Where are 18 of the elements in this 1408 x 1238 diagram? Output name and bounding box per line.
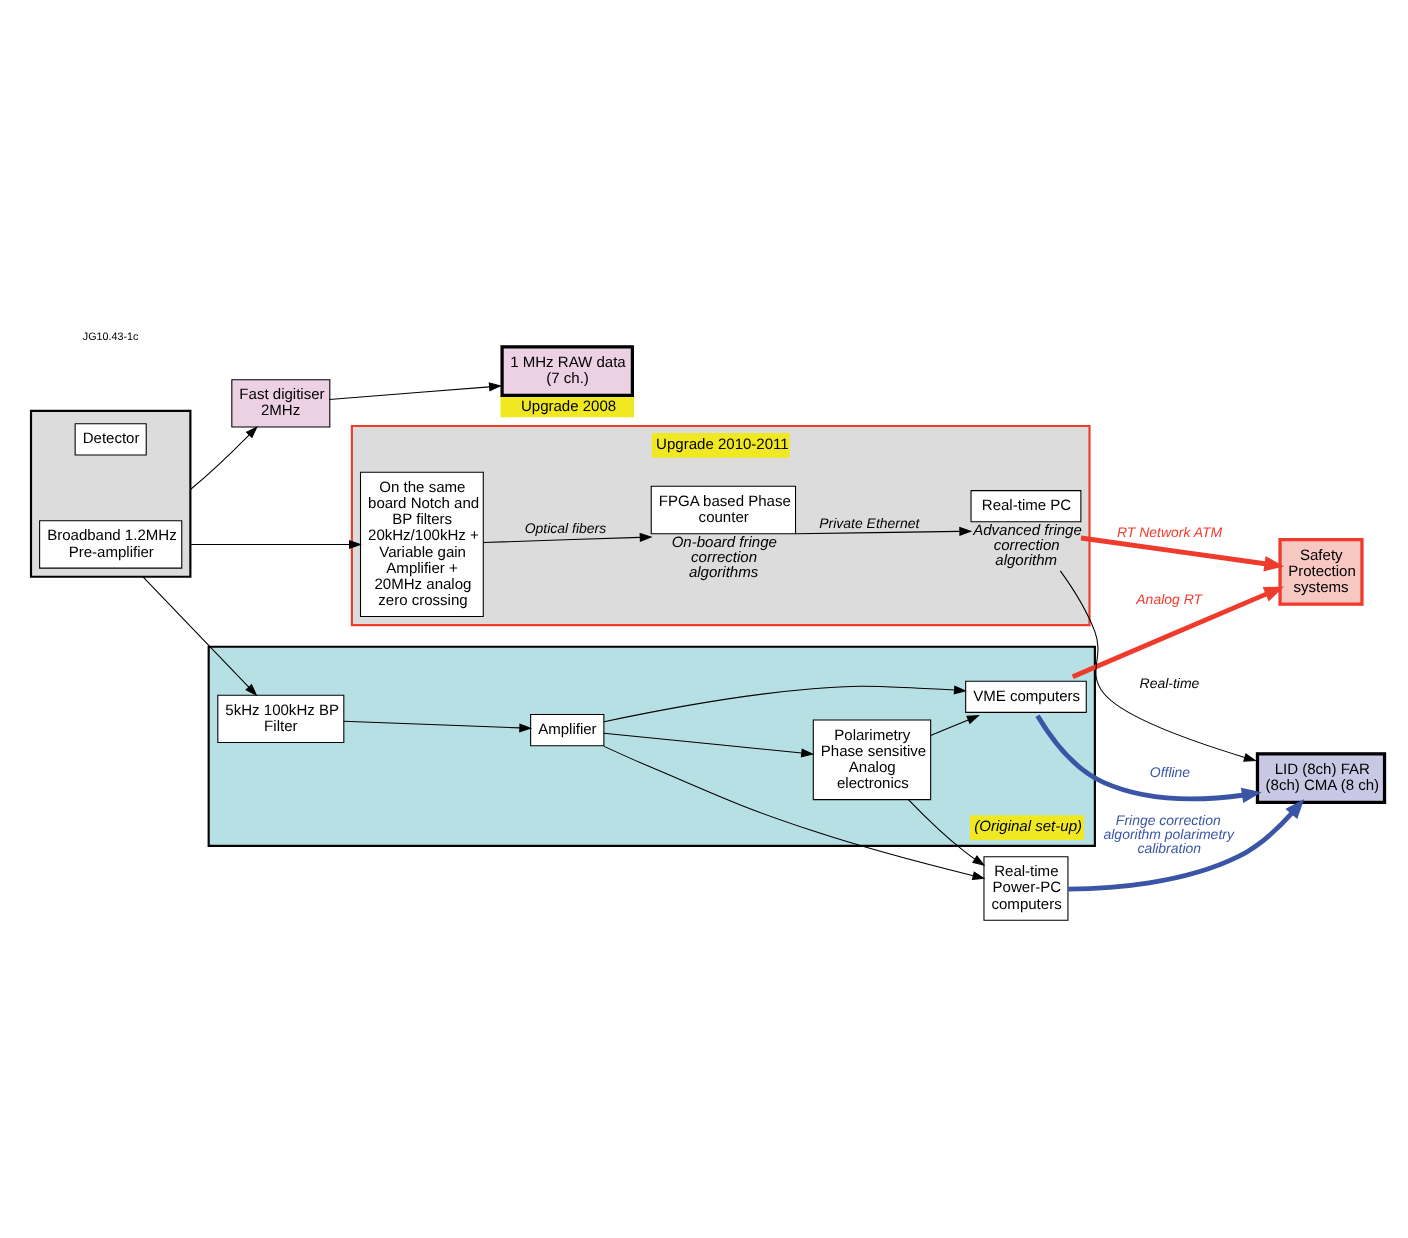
cluster — [29, 409, 192, 578]
arrow — [142, 576, 258, 697]
arrow — [1071, 586, 1284, 679]
arrow — [189, 425, 258, 491]
arrow — [189, 539, 362, 549]
arrow — [603, 685, 967, 723]
arrow — [328, 382, 502, 401]
arrow — [1068, 799, 1305, 892]
arrow — [342, 720, 533, 733]
arrow — [908, 799, 986, 866]
arrow — [1035, 714, 1262, 804]
arrow — [1080, 535, 1285, 572]
arrow — [603, 732, 815, 758]
arrow — [1059, 570, 1257, 762]
arrow — [603, 745, 986, 881]
arrow — [930, 715, 980, 737]
arrow — [795, 526, 973, 536]
arrow — [483, 532, 653, 543]
